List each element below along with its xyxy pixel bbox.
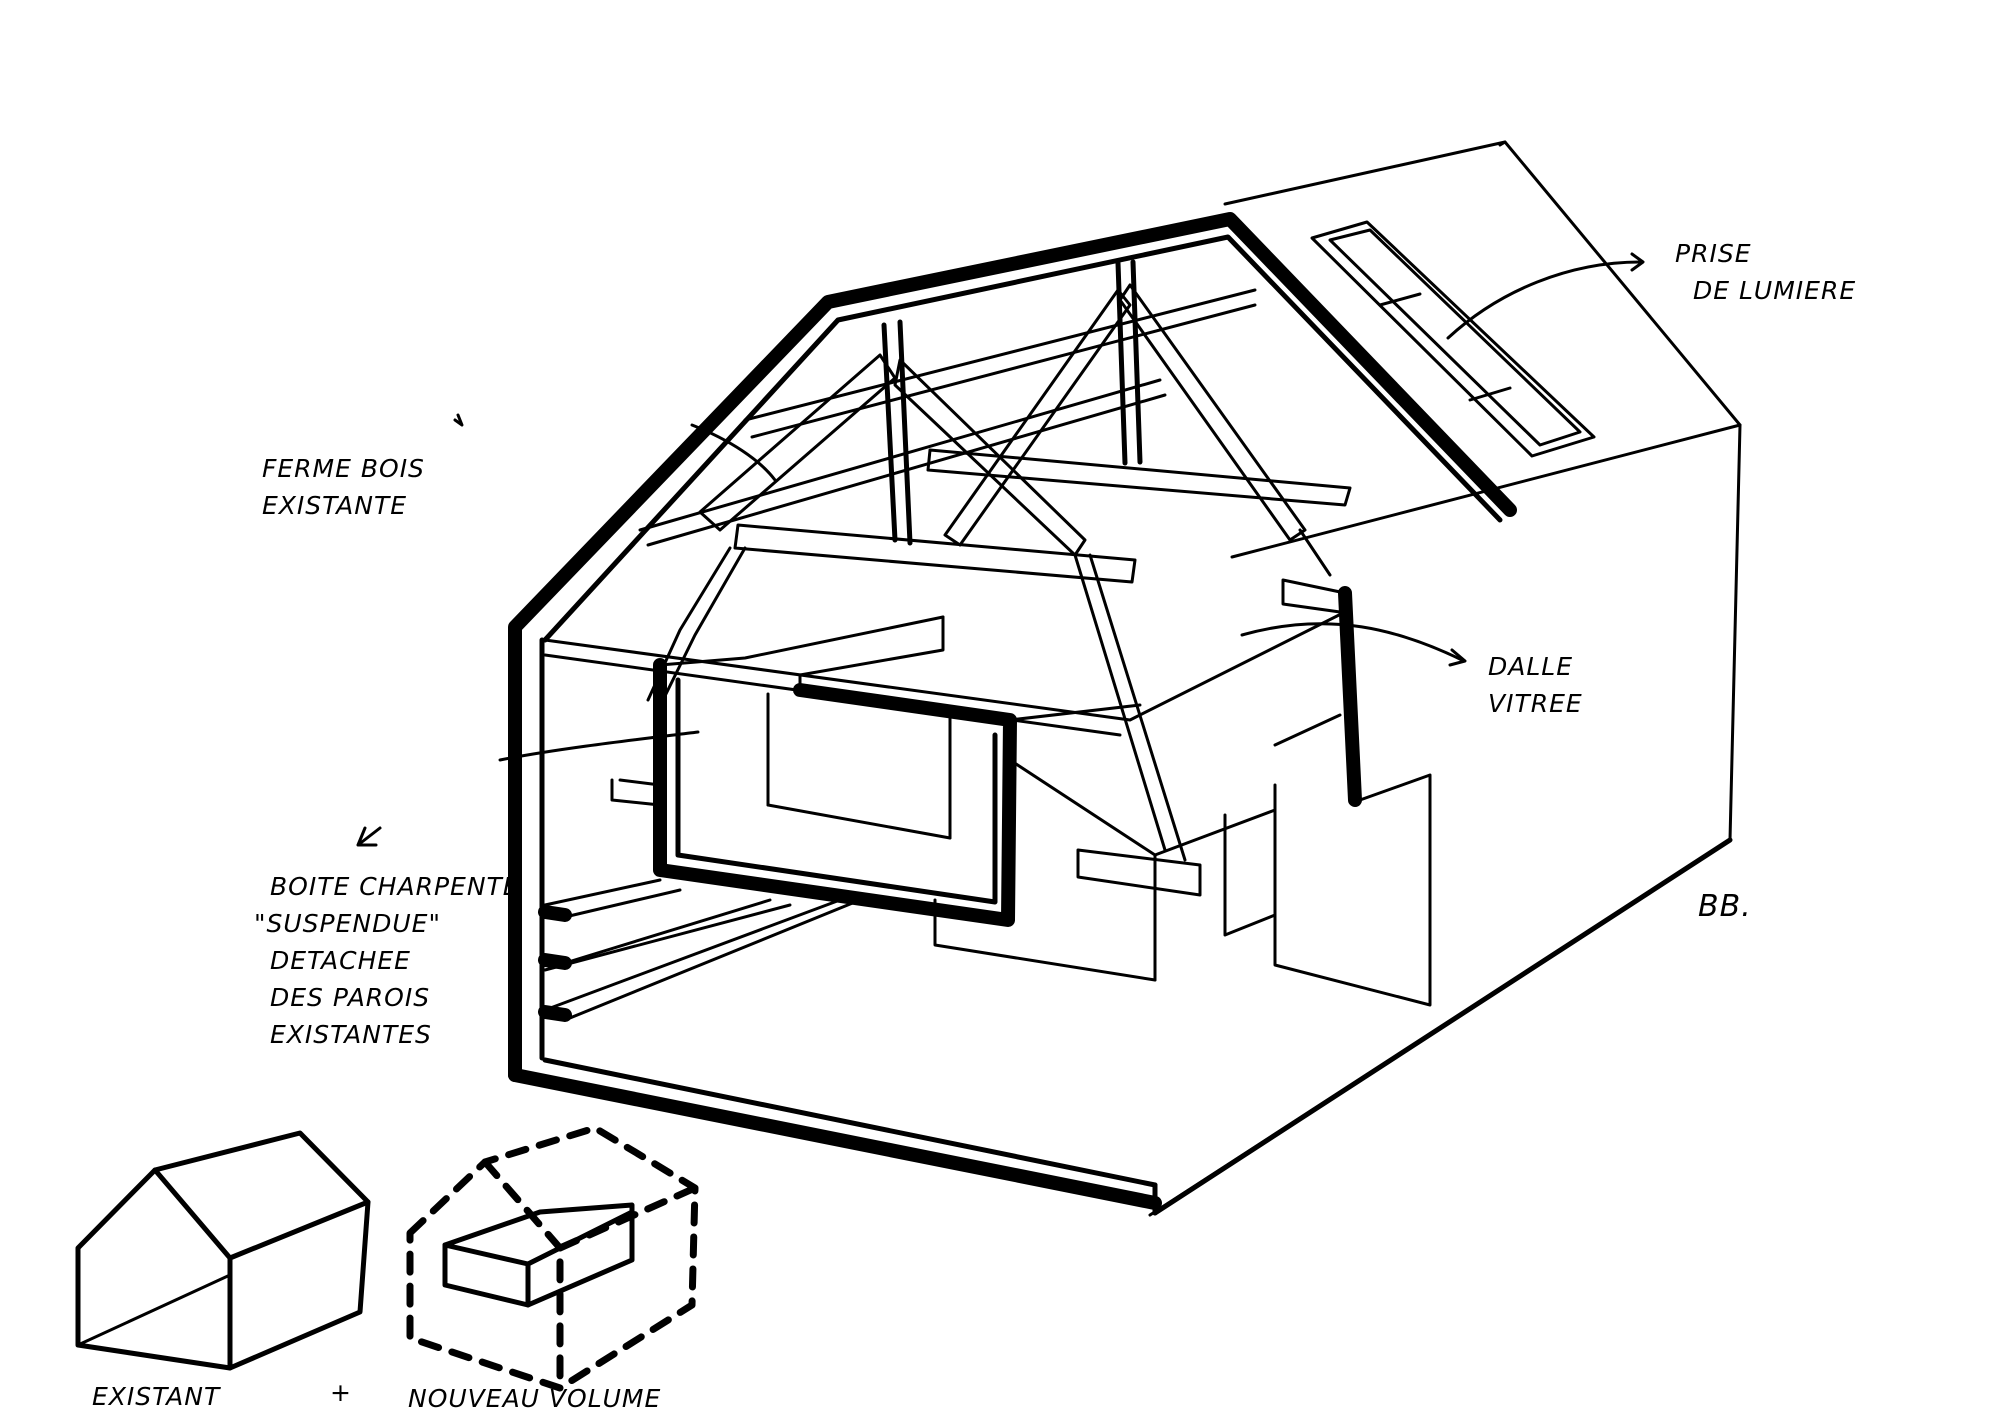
legend-plus-sign: + — [330, 1378, 352, 1407]
annotation-line: DETACHEE — [270, 946, 411, 975]
legend-existing-label: EXISTANT — [92, 1382, 221, 1411]
annotation-line: PRISE — [1675, 239, 1752, 268]
signature: BB. — [1698, 889, 1752, 924]
annotation-ferme-bois: FERME BOIS EXISTANTE — [262, 450, 425, 524]
annotation-line: DES PAROIS — [270, 983, 431, 1012]
leader-lines — [356, 252, 1645, 847]
annotation-line: EXISTANTE — [262, 491, 408, 520]
annotation-dalle-vitree: DALLE VITREE — [1488, 648, 1583, 722]
annotation-line: EXISTANTES — [270, 1020, 432, 1049]
floor-planks — [538, 878, 862, 1022]
annotation-line: DALLE — [1488, 652, 1574, 681]
skylight — [1310, 220, 1596, 458]
section-cut-wall — [508, 212, 1733, 1216]
annotation-line: VITREE — [1488, 689, 1583, 718]
annotation-line: DE LUMIERE — [1693, 276, 1857, 305]
legend-existing-house-sketch — [75, 1130, 371, 1371]
annotation-boite-charpente: BOITE CHARPENTE "SUSPENDUE" DETACHEE DES… — [254, 868, 520, 1053]
annotation-prise-lumiere: PRISE DE LUMIERE — [1675, 235, 1856, 309]
suspended-box — [610, 615, 1017, 927]
legend-new-volume-label: NOUVEAU VOLUME — [408, 1384, 662, 1413]
legend-new-volume-sketch — [406, 1124, 699, 1392]
interior-volumes — [933, 703, 1432, 1007]
annotation-line: BOITE CHARPENTE — [270, 872, 520, 901]
annotation-line: "SUSPENDUE" — [254, 909, 441, 938]
annotation-line: FERME BOIS — [262, 454, 425, 483]
